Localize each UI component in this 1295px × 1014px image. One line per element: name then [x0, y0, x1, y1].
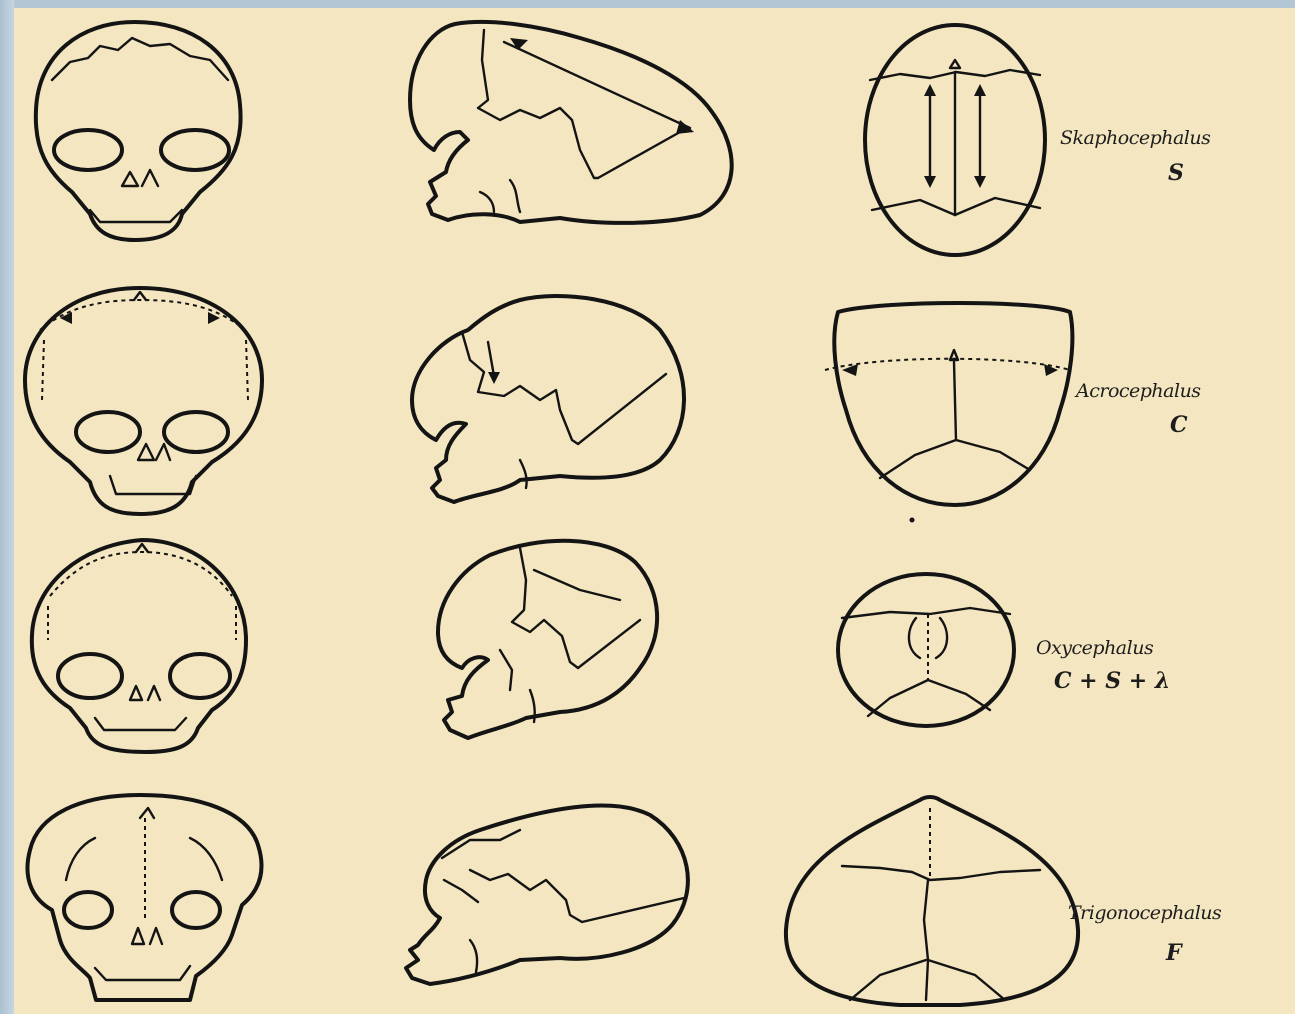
- row-1-front-skull: [36, 22, 241, 240]
- row-4-top-skull: [786, 797, 1078, 1005]
- row-3-front-skull: [32, 540, 246, 752]
- row-2-front-skull: [25, 288, 262, 514]
- code-acrocephalus: C: [1170, 412, 1188, 438]
- row-4-side-skull: [406, 806, 688, 984]
- label-acrocephalus: Acrocephalus: [1076, 380, 1201, 402]
- row-1-top-skull: [865, 25, 1045, 255]
- code-trigonocephalus: F: [1166, 940, 1182, 966]
- label-trigonocephalus: Trigonocephalus: [1068, 902, 1221, 924]
- label-oxycephalus: Oxycephalus: [1036, 637, 1153, 659]
- row-2-side-skull: [412, 296, 684, 502]
- row-4-front-skull: [27, 795, 261, 1000]
- row-3-top-skull: [838, 574, 1014, 726]
- row-1-side-skull: [410, 22, 732, 223]
- code-skaphocephalus: S: [1168, 160, 1184, 186]
- code-oxycephalus: C + S + λ: [1054, 668, 1170, 694]
- label-skaphocephalus: Skaphocephalus: [1060, 127, 1210, 149]
- row-3-side-skull: [438, 541, 657, 738]
- row-2-top-skull: [825, 303, 1072, 523]
